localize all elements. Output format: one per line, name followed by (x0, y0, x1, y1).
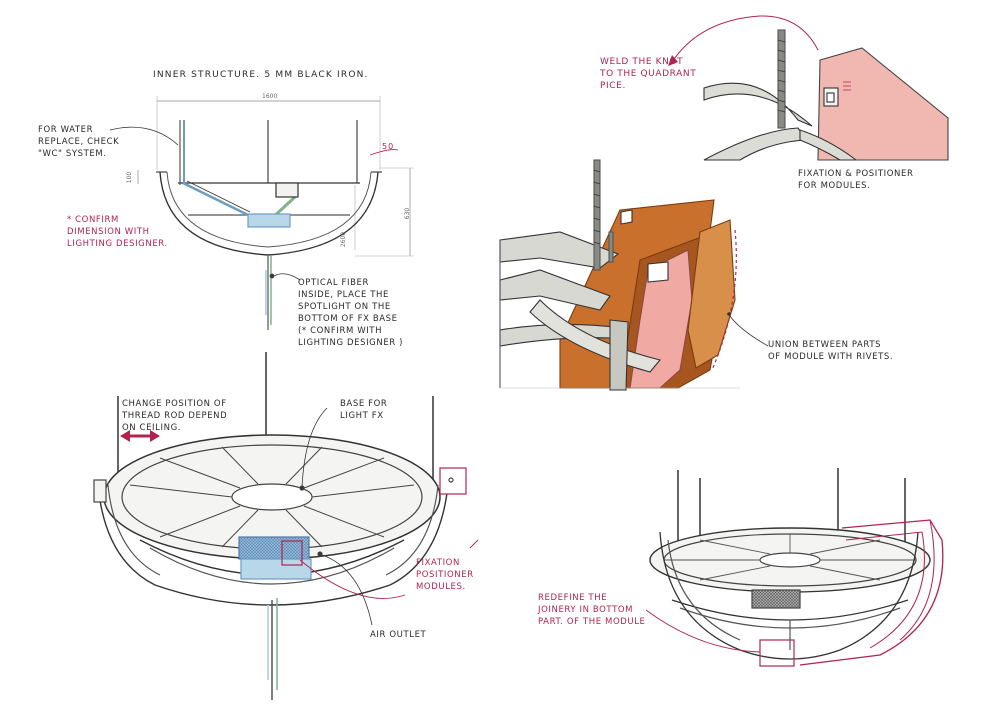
dimension-height-right: 630 (404, 207, 412, 220)
note-thread-rod: CHANGE POSITION OF THREAD ROD DEPEND ON … (122, 399, 228, 433)
note-weld-knot: WELD THE KNOT TO THE QUADRANT PICE. (600, 57, 697, 91)
note-fixation-positioner: FIXATION & POSITIONER FOR MODULES. (798, 169, 914, 191)
isometric-structure-right (645, 468, 944, 667)
note-water-replace: FOR WATER REPLACE, CHECK "WC" SYSTEM. (38, 125, 120, 159)
dimension-width: 1600 (262, 93, 278, 100)
module-closeup-drawing (499, 159, 769, 391)
note-optical-fiber: OPTICAL FIBER INSIDE, PLACE THE SPOTLIGH… (298, 278, 404, 348)
note-base-light-fx: BASE FOR LIGHT FX (340, 399, 388, 421)
double-arrow-icon (120, 430, 160, 442)
dimension-height-left: 100 (126, 171, 134, 184)
note-air-outlet: AIR OUTLET (370, 630, 427, 640)
note-fixation-modules: FIXATION POSITIONER MODULES. (416, 558, 474, 592)
note-union-rivets: UNION BETWEEN PARTS OF MODULE WITH RIVET… (768, 340, 894, 362)
dimension-height-inner: 2600 (340, 231, 348, 248)
isometric-structure-left (93, 352, 479, 700)
note-redefine-joinery: REDEFINE THE JOINERY IN BOTTOM PART. OF … (538, 593, 646, 627)
dimension-offset: 50 (382, 142, 395, 151)
drawing-title: INNER STRUCTURE. 5 MM BLACK IRON. (153, 70, 369, 80)
section-drawing (109, 96, 414, 330)
knot-detail-drawing (668, 15, 949, 161)
note-confirm-dimension: * CONFIRM DIMENSION WITH LIGHTING DESIGN… (67, 215, 168, 249)
